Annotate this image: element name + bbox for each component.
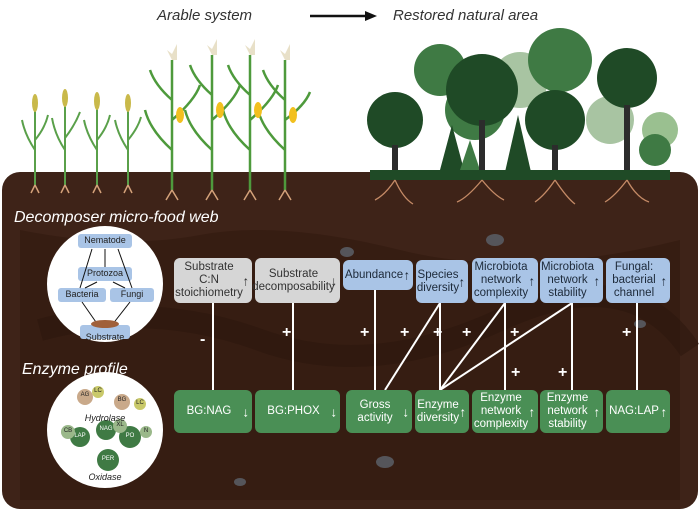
- microbiota-network-complexity-box: Microbiota network complexity ↑: [472, 258, 538, 303]
- decrease-arrow-icon: ↓: [330, 273, 338, 288]
- enzyme-profile-title: Enzyme profile: [22, 361, 128, 378]
- wheat-crops: [21, 89, 142, 194]
- positive-sign: +: [462, 324, 472, 341]
- enzyme-tag: LAP: [74, 433, 86, 439]
- enzyme-tag: LC: [94, 388, 102, 394]
- box-label: Enzyme network complexity: [473, 392, 529, 430]
- increase-arrow-icon: ↑: [242, 273, 250, 288]
- corn-crops: [143, 39, 312, 201]
- enzyme-network-complexity-box: Enzyme network complexity ↑: [472, 390, 538, 433]
- nematode-label: Nematode: [84, 235, 126, 245]
- enzyme-network-stability-box: Enzyme network stability ↑: [540, 390, 603, 433]
- positive-sign: +: [282, 324, 292, 341]
- box-label: Microbiota network complexity: [473, 261, 529, 299]
- box-label: Species diversity: [416, 268, 460, 294]
- abundance-box: Abundance ↑: [343, 260, 413, 290]
- positive-sign: +: [558, 364, 568, 381]
- increase-arrow-icon: ↑: [593, 404, 601, 419]
- substrate-cn-stoichiometry-box: Substrate C:N stoichiometry ↑: [174, 258, 252, 303]
- positive-sign: +: [510, 324, 520, 341]
- enzyme-circle: [47, 372, 163, 488]
- enzyme-tag: AG: [80, 392, 90, 398]
- enzyme-tag: CB: [63, 428, 73, 434]
- fungi-label: Fungi: [120, 289, 144, 299]
- increase-arrow-icon: ↑: [403, 267, 411, 283]
- increase-arrow-icon: ↑: [458, 274, 466, 289]
- pebble: [234, 478, 246, 486]
- box-label: BG:PHOX: [267, 405, 320, 417]
- pebble: [340, 247, 354, 257]
- nag-lap-box: NAG:LAP ↑: [606, 390, 670, 433]
- positive-sign: +: [511, 364, 521, 381]
- increase-arrow-icon: ↑: [528, 273, 536, 288]
- box-label: Fungal: bacterial channel: [612, 261, 656, 299]
- decrease-arrow-icon: ↓: [242, 404, 250, 419]
- micro-food-web-title: Decomposer micro-food web: [14, 209, 219, 226]
- species-diversity-box: Species diversity ↑: [416, 260, 468, 303]
- arable-system-label: Arable system: [157, 7, 253, 24]
- pebble: [376, 456, 394, 468]
- box-label: Enzyme network stability: [546, 392, 589, 430]
- positive-sign: +: [400, 324, 410, 341]
- food-web-circle: [47, 226, 163, 342]
- bg-phox-box: BG:PHOX ↓: [255, 390, 340, 433]
- increase-arrow-icon: ↑: [593, 273, 601, 288]
- box-label: NAG:LAP: [609, 405, 659, 417]
- restored-natural-area-label: Restored natural area: [393, 7, 539, 24]
- enzyme-tag: PO: [125, 433, 135, 439]
- bacteria-label: Bacteria: [65, 289, 99, 299]
- enzyme-tag: PER: [101, 456, 115, 462]
- positive-sign: +: [360, 324, 370, 341]
- enzyme-tag: LC: [136, 400, 144, 406]
- forest: [367, 28, 678, 205]
- negative-sign: -: [200, 331, 206, 348]
- increase-arrow-icon: ↑: [660, 404, 668, 419]
- box-label: Substrate C:N stoichiometry: [175, 261, 243, 299]
- protozoa-label: Protozoa: [86, 268, 124, 278]
- relationship-lines: [212, 290, 638, 391]
- enzyme-diversity-box: Enzyme diversity ↑: [415, 390, 469, 433]
- box-label: Gross activity: [357, 398, 393, 424]
- hydrolase-label: Hydrolase: [84, 413, 126, 423]
- box-label: BG:NAG: [186, 405, 232, 417]
- box-label: Microbiota network stability: [540, 261, 595, 299]
- positive-sign: +: [433, 324, 443, 341]
- transition-arrowhead: [365, 11, 377, 21]
- increase-arrow-icon: ↑: [528, 404, 536, 419]
- microbiota-network-stability-box: Microbiota network stability ↑: [540, 258, 603, 303]
- enzyme-tag: BG: [117, 397, 127, 403]
- decrease-arrow-icon: ↓: [330, 404, 338, 419]
- substrate-decomposability-box: Substrate decomposability ↓: [252, 258, 340, 303]
- positive-sign: +: [622, 324, 632, 341]
- fungal-bacterial-channel-box: Fungal: bacterial channel ↑: [606, 258, 670, 303]
- box-label: Abundance: [344, 268, 404, 281]
- oxidase-label: Oxidase: [88, 472, 122, 482]
- gross-activity-box: Gross activity ↓: [346, 390, 412, 433]
- increase-arrow-icon: ↑: [459, 404, 467, 419]
- box-label: Substrate decomposability: [252, 267, 335, 293]
- enzyme-tag: XL: [116, 422, 124, 428]
- substrate-label: Substrate: [85, 332, 125, 342]
- pebble: [486, 234, 504, 246]
- bg-nag-box: BG:NAG ↓: [174, 390, 252, 433]
- enzyme-tag: N: [143, 428, 149, 434]
- enzyme-tag: NAG: [99, 426, 113, 432]
- pebble: [634, 320, 646, 328]
- decrease-arrow-icon: ↓: [402, 404, 410, 419]
- box-label: Enzyme diversity: [416, 398, 460, 424]
- increase-arrow-icon: ↑: [660, 273, 668, 288]
